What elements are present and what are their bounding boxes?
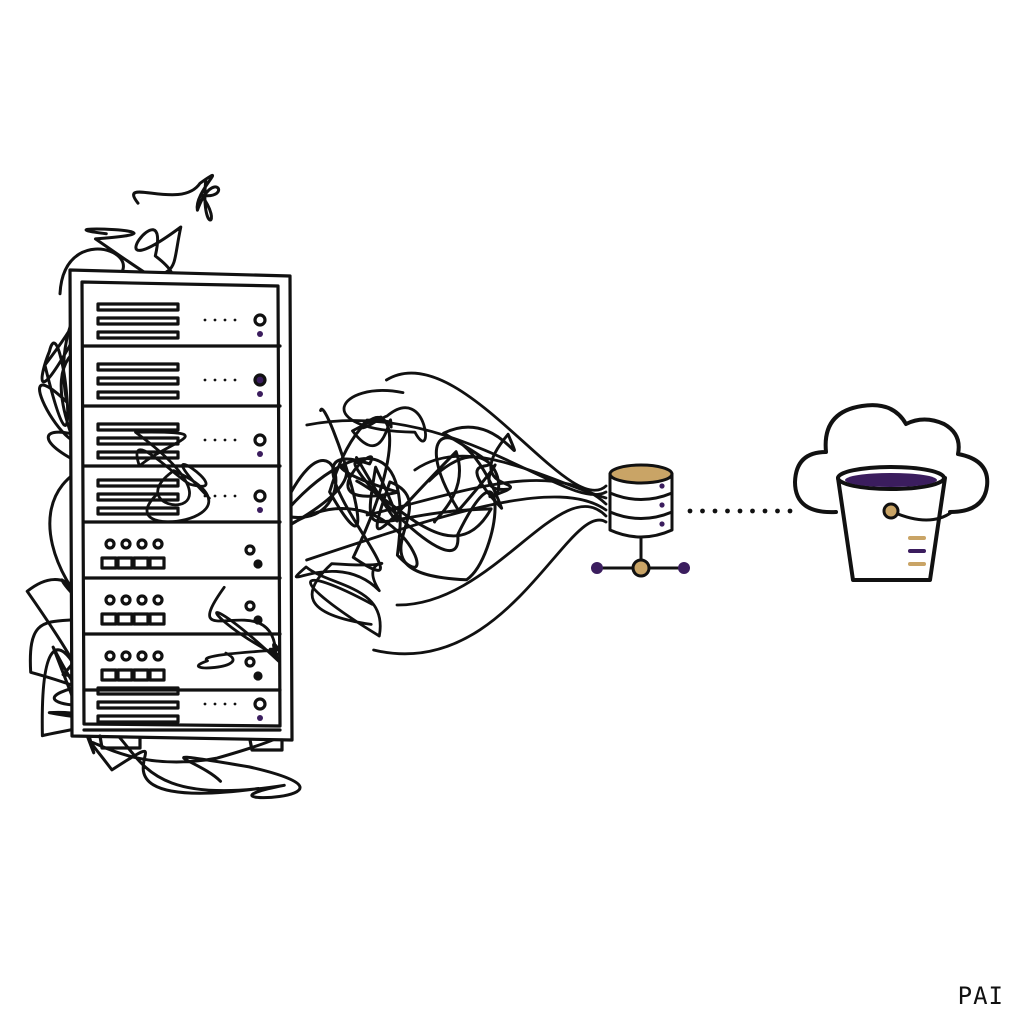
cable xyxy=(342,389,427,448)
rack-unit xyxy=(82,362,282,408)
artist-signature: PAI xyxy=(957,982,1004,1010)
cable xyxy=(353,450,497,582)
connector-dot xyxy=(687,508,693,514)
rack-unit xyxy=(82,538,282,580)
cable xyxy=(134,430,211,524)
connector-dot xyxy=(737,508,743,514)
connector-dot xyxy=(762,508,768,514)
rack-unit xyxy=(82,302,282,348)
cloud-storage-bucket-icon xyxy=(793,403,990,582)
cable xyxy=(132,173,221,222)
cable xyxy=(385,371,608,492)
cable xyxy=(197,585,281,670)
cable xyxy=(372,518,608,656)
connector-dot xyxy=(700,508,705,514)
rack-unit xyxy=(82,686,282,732)
cable xyxy=(395,505,608,607)
connector-dot xyxy=(712,508,718,514)
connector-dot xyxy=(725,508,730,514)
cable xyxy=(305,495,608,562)
cable xyxy=(294,561,384,638)
connector-dot xyxy=(787,508,793,514)
cable xyxy=(365,479,608,517)
connector-dot xyxy=(775,508,780,514)
server-rack-icon xyxy=(68,268,294,752)
cable xyxy=(305,419,608,496)
rack-unit xyxy=(82,650,282,692)
cable xyxy=(427,425,516,512)
dotted-connector xyxy=(687,508,793,514)
database-icon xyxy=(591,463,690,578)
connector-dot xyxy=(750,508,755,514)
tangled-cables-front xyxy=(134,371,608,670)
rack-unit xyxy=(82,478,282,524)
